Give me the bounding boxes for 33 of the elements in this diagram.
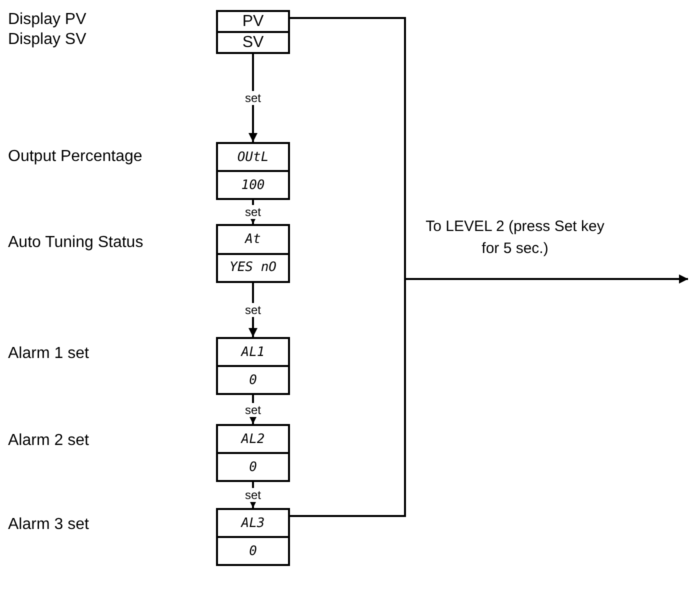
display-box — [216, 337, 290, 395]
display-box — [216, 142, 290, 200]
edge-label: set — [244, 91, 262, 105]
display-caption: Output Percentage — [8, 148, 142, 166]
segment-readout: AL2 — [240, 430, 266, 448]
segment-readout: At — [244, 230, 262, 249]
edge-label: set — [244, 402, 262, 416]
arrow — [248, 283, 258, 337]
segment-readout: AL1 — [240, 344, 266, 362]
edge-label: set — [244, 303, 262, 317]
display-caption: Alarm 1 set — [8, 345, 89, 363]
display-box — [216, 424, 290, 482]
display-caption: Alarm 3 set — [8, 516, 89, 534]
display-caption: Display SV — [8, 31, 86, 49]
segment-readout: OUtL — [236, 148, 270, 166]
display-caption: Auto Tuning Status — [8, 234, 144, 252]
display-text: SV — [218, 31, 288, 52]
edge-label: set — [244, 488, 262, 502]
edge-label: set — [244, 205, 262, 219]
display-box — [216, 508, 290, 566]
display-box — [216, 224, 290, 283]
segment-readout: 0 — [218, 452, 288, 480]
display-caption: Alarm 2 set — [8, 432, 89, 450]
segment-readout: 100 — [218, 170, 288, 198]
segment-readout: YES nO — [218, 252, 288, 281]
segment-readout: 0 — [218, 365, 288, 393]
display-box — [216, 10, 290, 54]
segment-readout: 0 — [218, 536, 288, 564]
arrow — [248, 54, 258, 142]
display-text: PV — [241, 12, 265, 31]
display-caption: Display PV — [8, 11, 86, 29]
arrow — [290, 274, 688, 517]
segment-readout: AL3 — [240, 514, 266, 532]
